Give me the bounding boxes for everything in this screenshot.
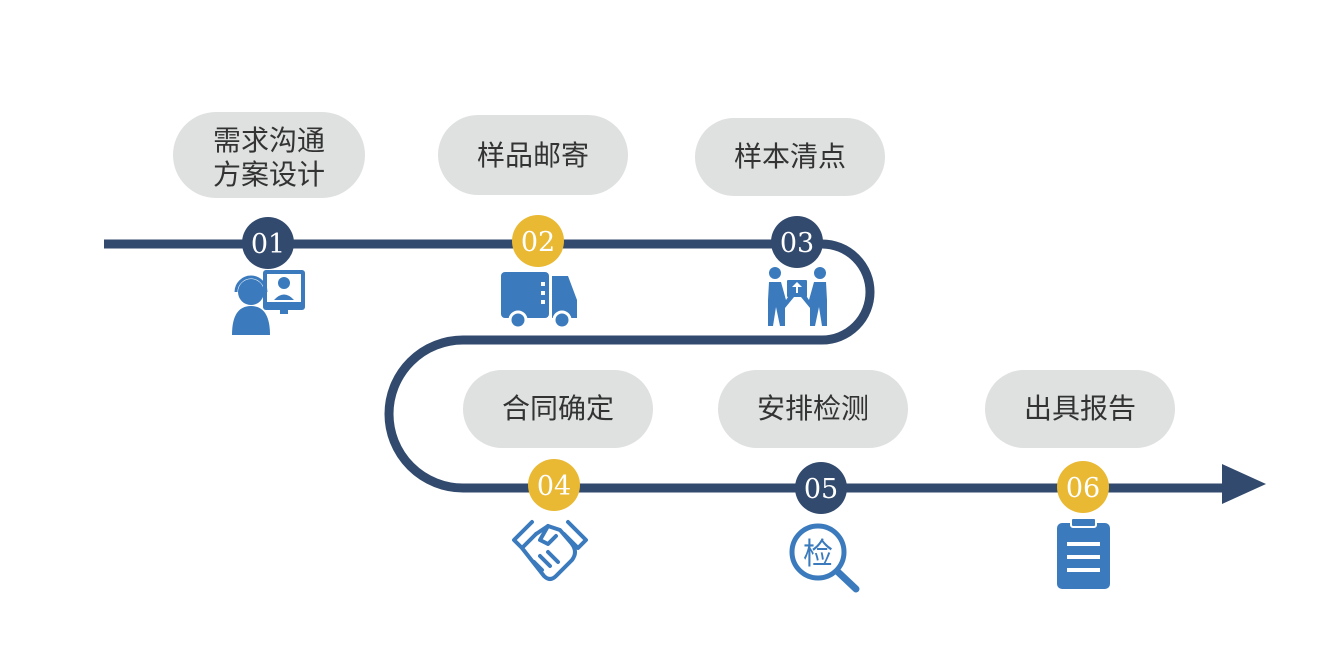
step-number-node — [242, 217, 294, 269]
step-number: 05 — [804, 474, 838, 505]
step-number-node — [528, 459, 580, 511]
step-label-pill — [985, 370, 1175, 448]
inspection-magnifier-icon: 检 — [789, 523, 860, 593]
step-label-line-1: 安排检测 — [757, 392, 869, 425]
step-label-pill — [173, 112, 365, 198]
step-label-pill — [718, 370, 908, 448]
step-number: 01 — [251, 229, 285, 260]
package-handover-icon — [768, 267, 827, 326]
step-label-line-2: 方案设计 — [213, 158, 325, 191]
step-number-node — [512, 215, 564, 267]
step-04: 合同确定 04 — [463, 370, 653, 581]
step-label-pill — [463, 370, 653, 448]
step-label-pill — [695, 118, 885, 196]
step-label-line-1: 样本清点 — [734, 140, 846, 173]
clipboard-report-icon — [1057, 517, 1110, 589]
step-label-line-1: 需求沟通 — [213, 124, 325, 157]
step-number: 03 — [780, 228, 814, 259]
step-01: 需求沟通 方案设计 01 — [173, 112, 365, 335]
step-number-node — [771, 216, 823, 268]
step-number-node — [795, 462, 847, 514]
step-02: 样品邮寄 02 — [438, 115, 628, 330]
inspection-char: 检 — [803, 537, 833, 572]
timeline-path — [104, 239, 1226, 493]
handshake-icon — [512, 520, 588, 581]
step-label-line-1: 合同确定 — [502, 392, 614, 425]
step-06: 出具报告 06 — [985, 370, 1175, 589]
step-number-node — [1057, 461, 1109, 513]
timeline-arrowhead — [1222, 464, 1266, 504]
step-03: 样本清点 03 — [695, 118, 885, 326]
step-number: 04 — [537, 471, 571, 502]
customer-service-icon — [232, 270, 305, 335]
step-number: 06 — [1066, 473, 1100, 504]
step-label-line-1: 出具报告 — [1024, 392, 1136, 425]
delivery-truck-icon — [501, 272, 577, 330]
step-label-pill — [438, 115, 628, 195]
step-label-line-1: 样品邮寄 — [477, 139, 589, 172]
step-05: 安排检测 05 检 — [718, 370, 908, 593]
step-number: 02 — [521, 227, 555, 258]
